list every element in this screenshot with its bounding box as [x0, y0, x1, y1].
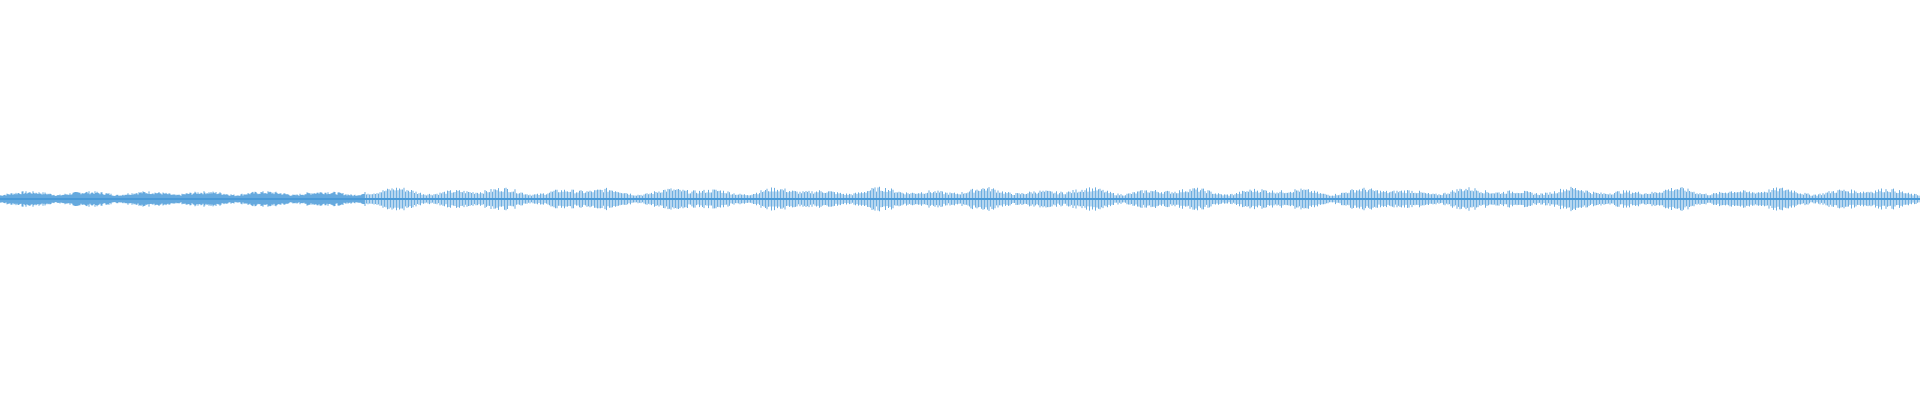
waveform-samples [0, 186, 1920, 212]
